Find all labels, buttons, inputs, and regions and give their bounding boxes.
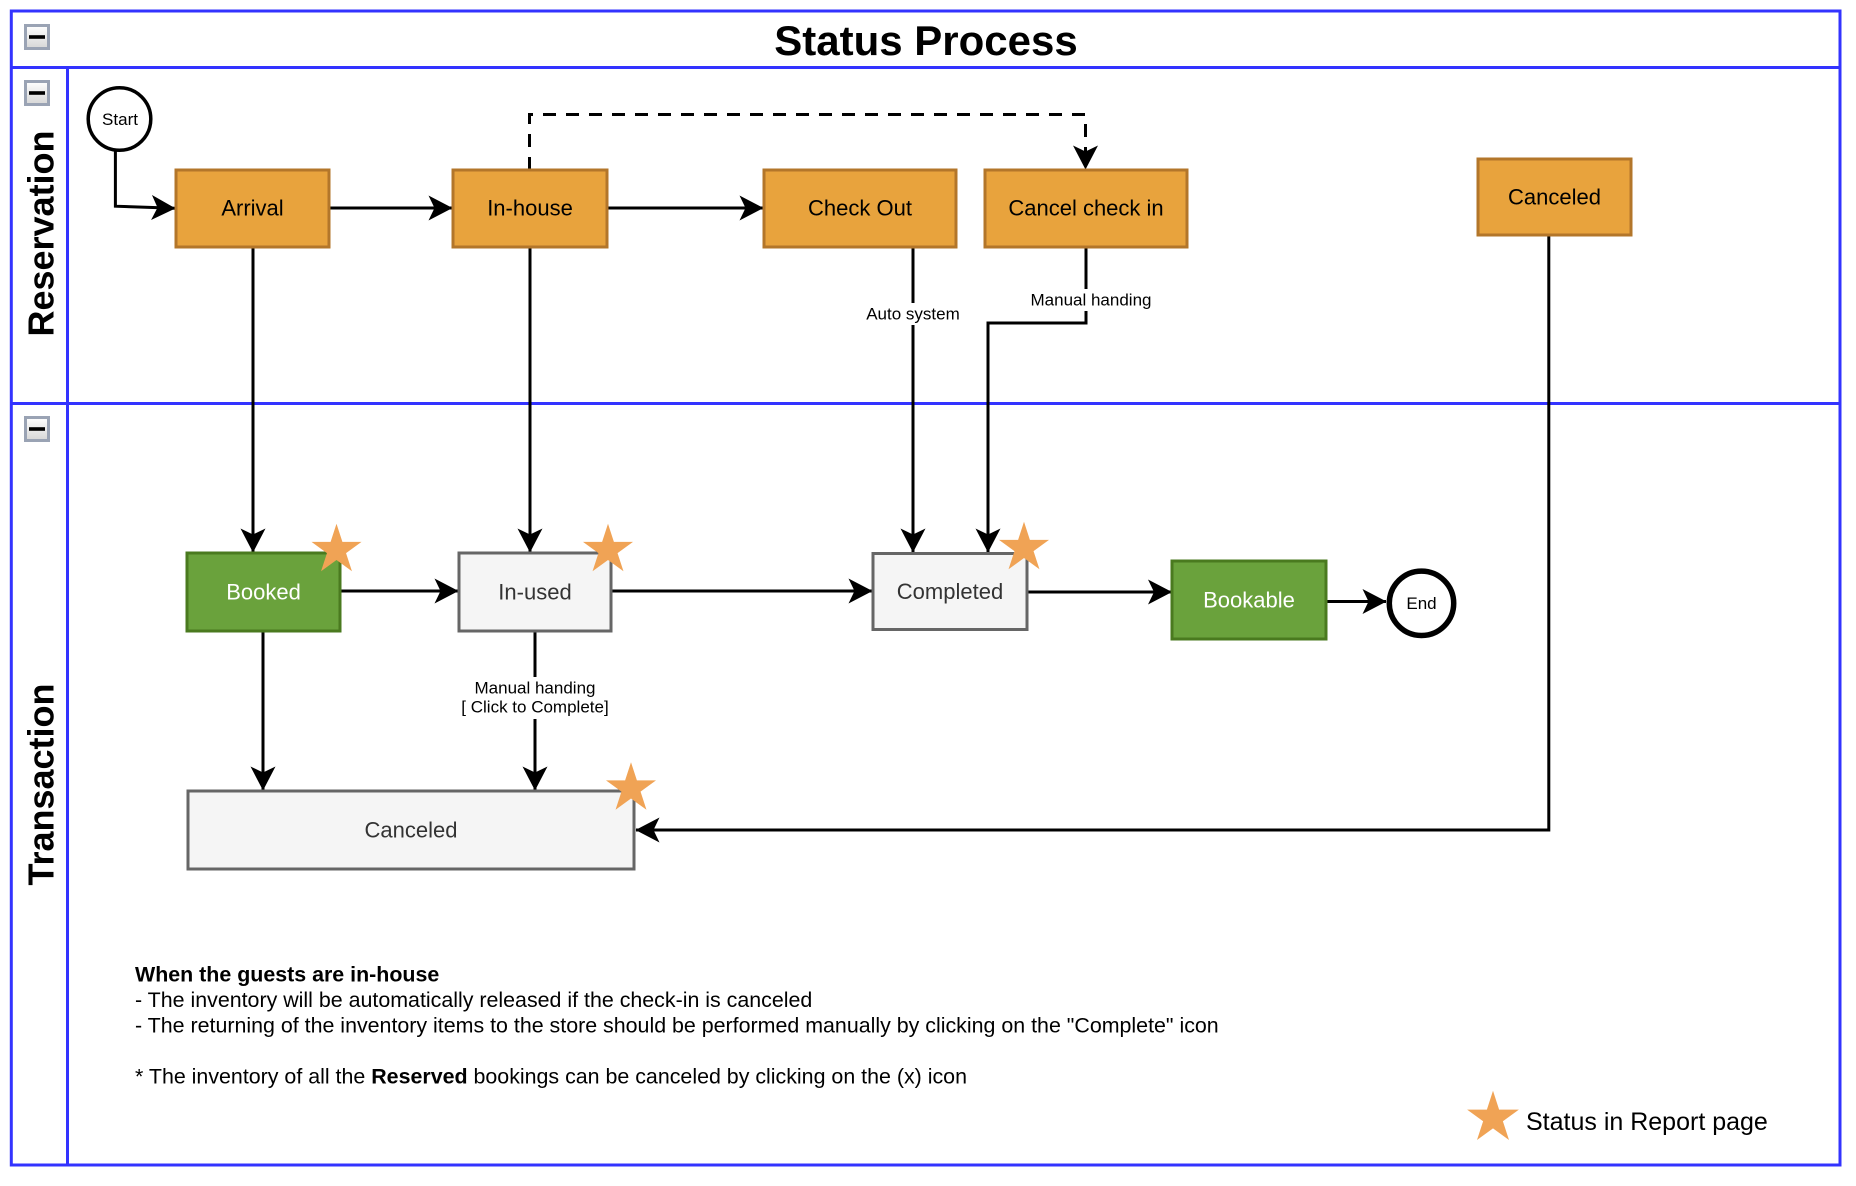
svg-text:[ Click to Complete]: [ Click to Complete] [461, 698, 608, 717]
svg-text:- The inventory will be automa: - The inventory will be automatically re… [135, 988, 812, 1012]
svg-text:Booked: Booked [226, 580, 301, 605]
svg-text:Status Process: Status Process [774, 17, 1077, 64]
svg-text:Check Out: Check Out [808, 195, 912, 220]
svg-text:Reservation: Reservation [21, 130, 62, 336]
svg-text:Manual handing: Manual handing [1031, 291, 1152, 310]
svg-text:Auto system: Auto system [866, 305, 960, 324]
svg-text:Transaction: Transaction [21, 683, 62, 885]
svg-text:* The inventory of all the Res: * The inventory of all the Reserved book… [135, 1065, 967, 1089]
svg-text:Start: Start [102, 110, 138, 129]
svg-text:Manual handing: Manual handing [475, 679, 596, 698]
svg-text:Completed: Completed [897, 579, 1003, 604]
svg-text:In-used: In-used [498, 580, 571, 605]
svg-text:Cancel check in: Cancel check in [1008, 195, 1163, 220]
svg-text:End: End [1406, 594, 1436, 613]
svg-text:Arrival: Arrival [221, 195, 283, 220]
svg-text:In-house: In-house [487, 195, 573, 220]
svg-text:Canceled: Canceled [1508, 185, 1601, 210]
svg-text:Status in Report page: Status in Report page [1526, 1108, 1768, 1136]
svg-text:When the guests are in-house: When the guests are in-house [135, 963, 439, 987]
svg-text:Bookable: Bookable [1203, 588, 1295, 613]
svg-text:Canceled: Canceled [365, 818, 458, 843]
svg-text:- The returning of the invento: - The returning of the inventory items t… [135, 1014, 1219, 1038]
